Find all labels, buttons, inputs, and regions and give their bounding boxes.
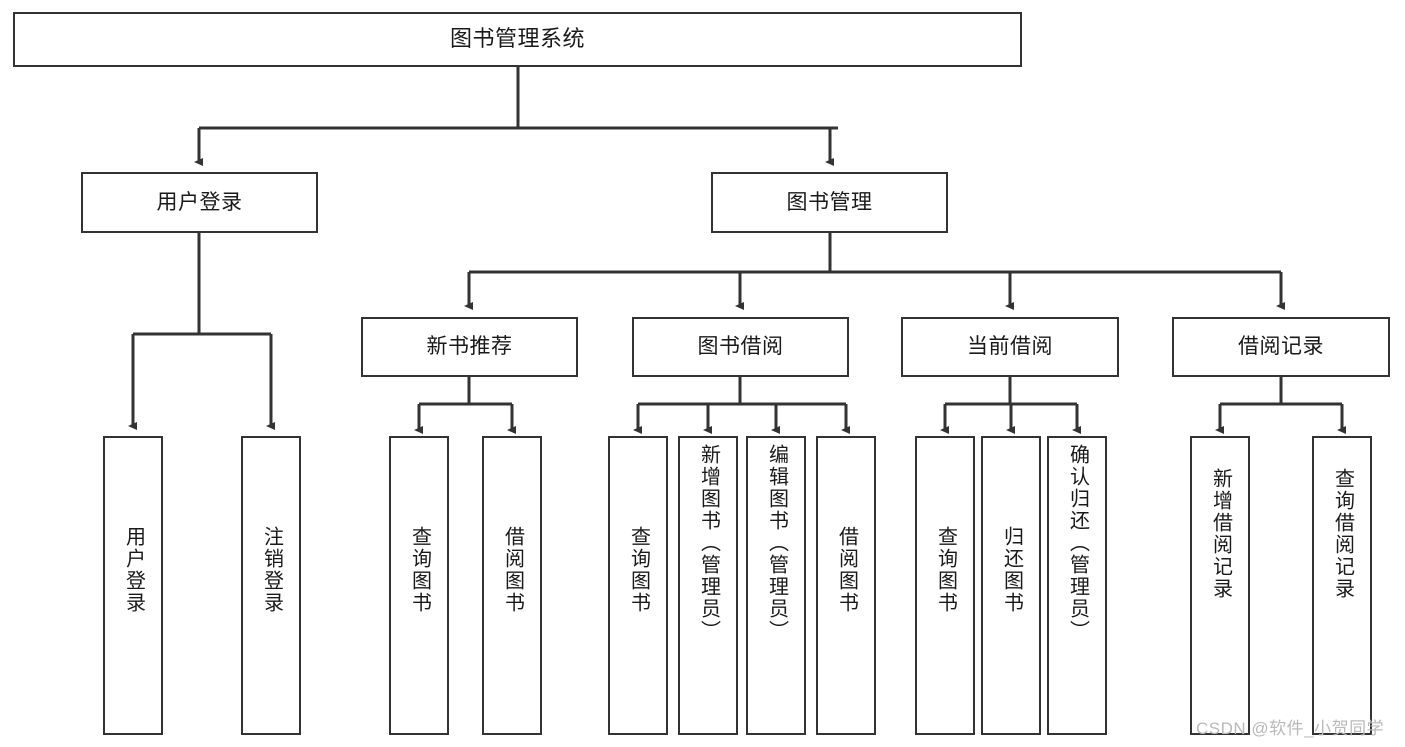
leaf-user-login[interactable]: 用户登录 — [103, 436, 163, 735]
node-label: 注销登录 — [260, 526, 283, 614]
leaf-edit-book-admin[interactable]: 编辑图书（管理员） — [746, 436, 806, 735]
node-label: 归还图书 — [1000, 526, 1023, 614]
leaf-query-book-current[interactable]: 查询图书 — [915, 436, 975, 735]
node-label: 借阅图书 — [501, 526, 524, 614]
node-label: 编辑图书（管理员） — [765, 444, 788, 642]
leaf-borrow-book-borrow[interactable]: 借阅图书 — [816, 436, 876, 735]
node-label: 新书推荐 — [426, 335, 513, 359]
node-root-book-management-system[interactable]: 图书管理系统 — [13, 12, 1022, 67]
leaf-borrow-book-new-book[interactable]: 借阅图书 — [482, 436, 542, 735]
node-label: 图书借阅 — [697, 335, 784, 359]
node-label: 当前借阅 — [967, 335, 1053, 359]
node-label: 借阅记录 — [1238, 335, 1324, 359]
node-book-management[interactable]: 图书管理 — [711, 172, 948, 233]
node-label: 用户登录 — [122, 526, 145, 614]
leaf-logout[interactable]: 注销登录 — [241, 436, 301, 735]
leaf-query-borrow-record[interactable]: 查询借阅记录 — [1312, 436, 1372, 735]
node-label: 查询图书 — [934, 526, 957, 614]
leaf-return-book[interactable]: 归还图书 — [981, 436, 1041, 735]
node-label: 借阅图书 — [835, 526, 858, 614]
node-label: 图书管理系统 — [449, 26, 585, 52]
node-book-borrow[interactable]: 图书借阅 — [632, 317, 849, 377]
node-label: 图书管理 — [786, 190, 873, 214]
leaf-add-borrow-record[interactable]: 新增借阅记录 — [1190, 436, 1250, 735]
csdn-watermark: CSDN @软件_小贺同学 — [1196, 719, 1385, 738]
node-new-book-recommend[interactable]: 新书推荐 — [361, 317, 578, 377]
leaf-add-book-admin[interactable]: 新增图书（管理员） — [678, 436, 738, 735]
node-label: 新增借阅记录 — [1209, 468, 1232, 600]
node-label: 查询借阅记录 — [1331, 468, 1354, 600]
node-label: 查询图书 — [408, 526, 431, 614]
node-current-borrow[interactable]: 当前借阅 — [901, 317, 1119, 377]
node-borrow-record[interactable]: 借阅记录 — [1172, 317, 1390, 377]
leaf-query-book-borrow[interactable]: 查询图书 — [608, 436, 668, 735]
leaf-confirm-return-admin[interactable]: 确认归还（管理员） — [1047, 436, 1107, 735]
node-label: 查询图书 — [627, 526, 650, 614]
node-label: 确认归还（管理员） — [1066, 444, 1089, 642]
node-user-login[interactable]: 用户登录 — [81, 172, 318, 233]
leaf-query-book-new-book[interactable]: 查询图书 — [389, 436, 449, 735]
node-label: 新增图书（管理员） — [697, 444, 720, 642]
node-label: 用户登录 — [156, 190, 243, 214]
